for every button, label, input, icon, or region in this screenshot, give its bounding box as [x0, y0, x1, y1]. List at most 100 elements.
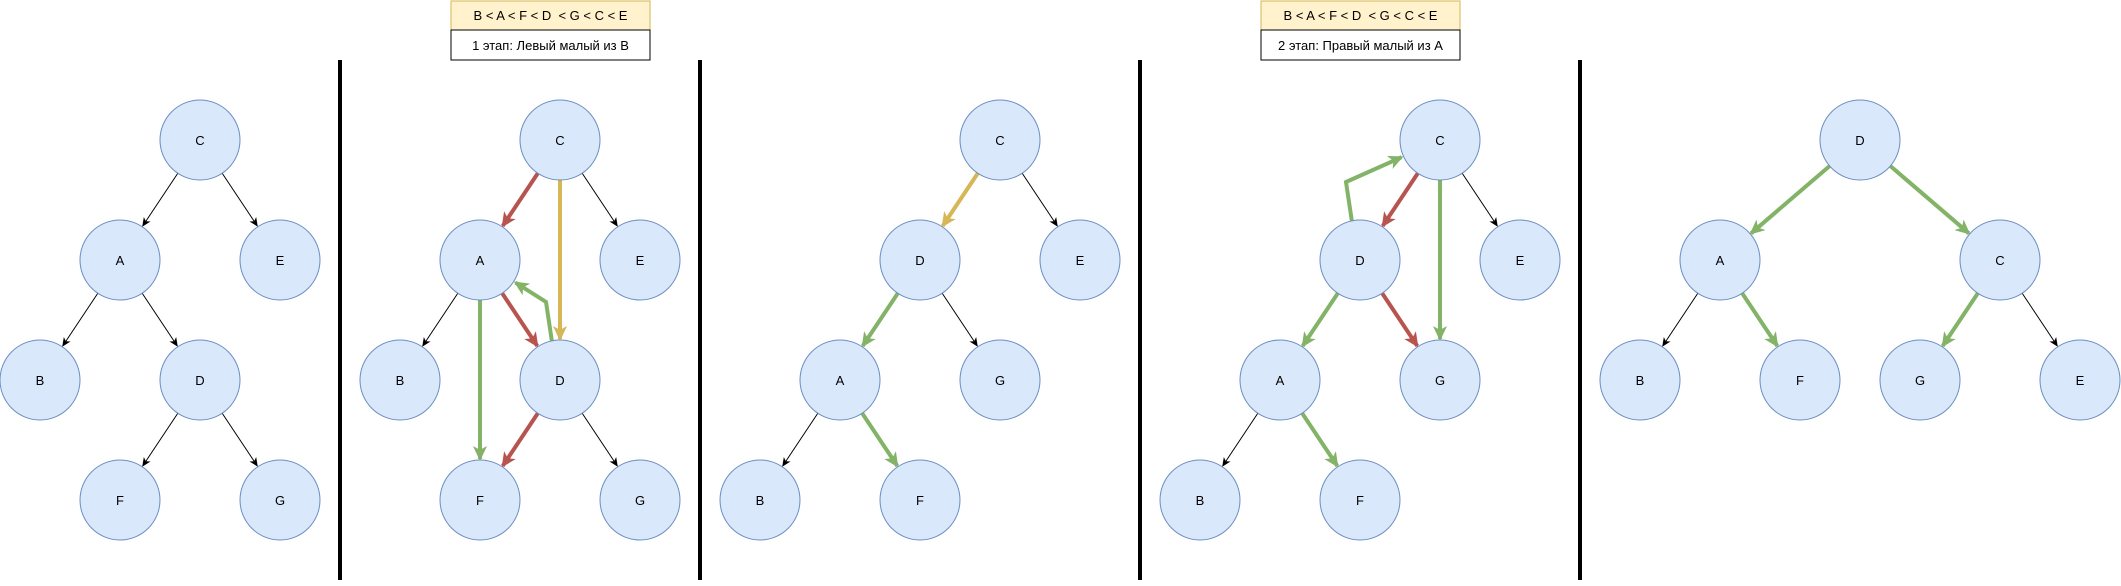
annotation-stage-1: B < A < F < D < G < C < E 1 этап: Левый … [450, 0, 651, 61]
node-d: D [879, 219, 961, 301]
node-label: A [1276, 373, 1285, 388]
edge-a-to-d [141, 293, 178, 347]
node-label: C [1435, 133, 1444, 148]
node-circle [599, 219, 681, 301]
node-label: B [1196, 493, 1205, 508]
node-d: D [519, 339, 601, 421]
node-label: E [636, 253, 645, 268]
node-label: C [555, 133, 564, 148]
node-g: G [959, 339, 1041, 421]
tree-nodes: C A E B D F G [359, 99, 681, 541]
edge-d-to-c [1889, 164, 1971, 235]
node-label: A [1716, 253, 1725, 268]
node-circle [1819, 99, 1901, 181]
node-b: B [1159, 459, 1241, 541]
node-f: F [439, 459, 521, 541]
tree-edges [422, 172, 618, 468]
node-label: C [195, 133, 204, 148]
node-b: B [359, 339, 441, 421]
node-label: E [276, 253, 285, 268]
edge-a-to-b [1662, 293, 1699, 347]
node-label: F [116, 493, 124, 508]
node-e: E [239, 219, 321, 301]
tree-edges [62, 173, 258, 467]
node-b: B [719, 459, 801, 541]
node-circle [1399, 99, 1481, 181]
node-label: F [476, 493, 484, 508]
node-c: C [159, 99, 241, 181]
node-circle [519, 99, 601, 181]
order-text: B < A < F < D < G < C < E [1284, 8, 1438, 23]
node-label: G [1435, 373, 1445, 388]
node-f: F [79, 459, 161, 541]
node-e: E [1039, 219, 1121, 301]
node-circle [359, 339, 441, 421]
tree-edges [782, 172, 1058, 468]
node-circle [1679, 219, 1761, 301]
node-circle [799, 339, 881, 421]
node-label: A [836, 373, 845, 388]
node-a: A [1239, 339, 1321, 421]
node-label: E [1516, 253, 1525, 268]
node-circle [1039, 219, 1121, 301]
node-a: A [799, 339, 881, 421]
node-label: D [555, 373, 564, 388]
edge-d-to-g [221, 413, 258, 467]
node-a: A [1679, 219, 1761, 301]
tree-edges [1222, 155, 1498, 468]
node-label: E [2076, 373, 2085, 388]
node-label: C [995, 133, 1004, 148]
tree-edges [1662, 164, 2058, 348]
node-label: D [1355, 253, 1364, 268]
node-a: A [439, 219, 521, 301]
node-label: B [36, 373, 45, 388]
node-label: G [635, 493, 645, 508]
node-circle [1479, 219, 1561, 301]
node-g: G [1879, 339, 1961, 421]
node-circle [879, 219, 961, 301]
node-label: E [1076, 253, 1085, 268]
edge-a-to-b [422, 293, 459, 347]
edge-d-to-g [941, 293, 978, 347]
node-b: B [0, 339, 81, 421]
node-label: A [116, 253, 125, 268]
node-circle [1959, 219, 2041, 301]
stage-box [450, 29, 651, 61]
stage-box [1260, 29, 1461, 61]
tree-2: C A E B D F G [359, 99, 681, 541]
node-circle [1239, 339, 1321, 421]
node-circle [519, 339, 601, 421]
node-circle [1319, 219, 1401, 301]
node-circle [239, 459, 321, 541]
node-circle [959, 339, 1041, 421]
edge-d-to-g [1380, 292, 1419, 348]
edge-a-to-b [782, 413, 819, 467]
edge-c-to-e [2021, 293, 2058, 347]
edge-d-to-a [513, 280, 554, 343]
node-label: D [1855, 133, 1864, 148]
edge-d-to-g [581, 413, 618, 467]
edge-d-to-a [1749, 164, 1831, 235]
edge-c-to-e [581, 173, 618, 227]
node-circle [2039, 339, 2121, 421]
node-label: G [1915, 373, 1925, 388]
order-text: B < A < F < D < G < C < E [474, 8, 628, 23]
node-g: G [599, 459, 681, 541]
edge-d-to-a [1301, 292, 1340, 348]
edge-c-to-d [1381, 172, 1420, 228]
node-g: G [239, 459, 321, 541]
node-circle [159, 339, 241, 421]
order-box [450, 0, 651, 31]
node-circle [1159, 459, 1241, 541]
node-circle [439, 459, 521, 541]
edge-a-to-f [860, 412, 899, 468]
node-circle [1879, 339, 1961, 421]
edge-c-to-a [501, 172, 540, 228]
node-circle [439, 219, 521, 301]
node-label: G [275, 493, 285, 508]
